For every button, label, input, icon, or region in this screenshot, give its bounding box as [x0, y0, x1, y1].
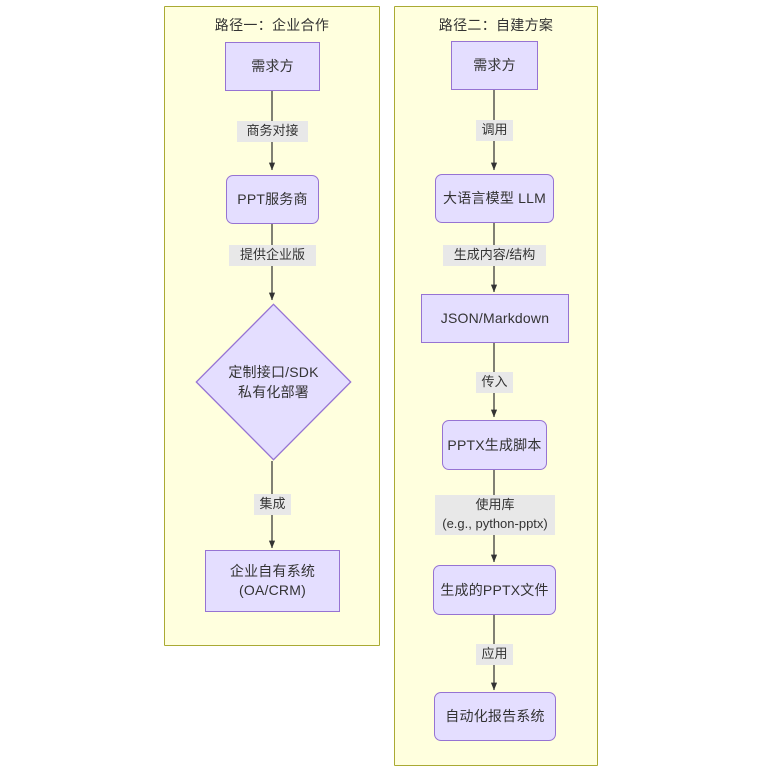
node-llm[interactable]: 大语言模型 LLM: [435, 174, 554, 223]
node-auto-report[interactable]: 自动化报告系统: [434, 692, 556, 741]
diamond-shape: [195, 303, 352, 461]
node-pptx-file-label: 生成的PPTX文件: [440, 581, 549, 598]
node-demander-a[interactable]: 需求方: [225, 42, 320, 91]
edge-label-use-library-line1: 使用库: [475, 497, 515, 512]
node-json-markdown[interactable]: JSON/Markdown: [421, 294, 569, 343]
node-llm-label: 大语言模型 LLM: [443, 190, 546, 207]
node-pptx-script[interactable]: PPTX生成脚本: [442, 420, 547, 470]
node-pptx-script-label: PPTX生成脚本: [447, 436, 542, 453]
node-json-markdown-label: JSON/Markdown: [440, 310, 550, 327]
node-demander-b-label: 需求方: [473, 57, 516, 74]
edge-label-provide-enterprise: 提供企业版: [229, 245, 316, 266]
node-custom-api-label-line1: 定制接口/SDK: [228, 363, 319, 380]
edge-label-pass-in: 传入: [476, 372, 513, 393]
node-enterprise-system-label-line2: (OA/CRM): [239, 582, 306, 598]
node-ppt-vendor[interactable]: PPT服务商: [226, 175, 319, 224]
edge-label-business-docking: 商务对接: [237, 121, 308, 142]
edge-label-invoke: 调用: [476, 120, 513, 141]
node-custom-api-label: 定制接口/SDK 私有化部署: [195, 303, 352, 461]
edge-label-apply: 应用: [476, 644, 513, 665]
edge-label-use-library: 使用库 (e.g., python-pptx): [435, 495, 555, 535]
edge-label-use-library-line2: (e.g., python-pptx): [442, 515, 548, 531]
node-enterprise-system[interactable]: 企业自有系统 (OA/CRM): [205, 550, 340, 612]
edge-label-integrate: 集成: [254, 494, 291, 515]
edge-label-generate-content: 生成内容/结构: [443, 245, 546, 266]
subgraph-path-one-title: 路径一：企业合作: [214, 17, 330, 33]
node-ppt-vendor-label: PPT服务商: [237, 191, 308, 208]
node-demander-b[interactable]: 需求方: [451, 41, 538, 90]
subgraph-path-two-title: 路径二：自建方案: [438, 17, 554, 33]
node-pptx-file[interactable]: 生成的PPTX文件: [433, 565, 556, 615]
node-demander-a-label: 需求方: [251, 58, 294, 75]
node-custom-api[interactable]: 定制接口/SDK 私有化部署: [195, 303, 352, 461]
node-custom-api-label-line2: 私有化部署: [238, 384, 309, 400]
node-auto-report-label: 自动化报告系统: [445, 708, 545, 725]
node-enterprise-system-label-line1: 企业自有系统: [229, 563, 316, 580]
